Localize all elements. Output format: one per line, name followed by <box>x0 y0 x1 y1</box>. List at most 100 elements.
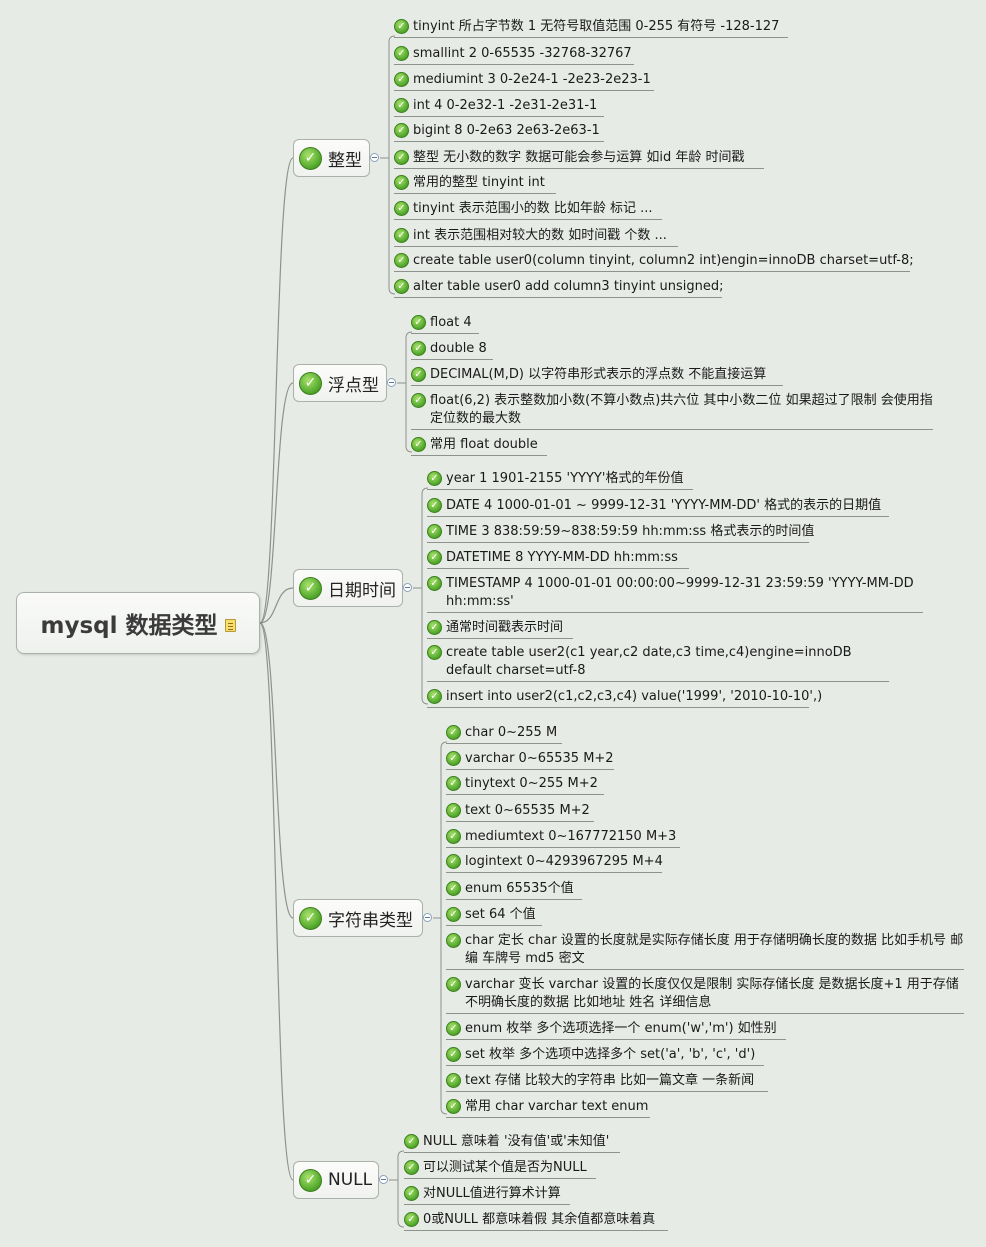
collapse-icon[interactable] <box>403 583 412 592</box>
list-item[interactable]: ✓set 64 个值 <box>446 906 542 926</box>
list-item[interactable]: ✓整型 无小数的数字 数据可能会参与运算 如id 年龄 时间戳 <box>394 149 764 169</box>
list-item[interactable]: ✓tinytext 0~255 M+2 <box>446 775 604 795</box>
list-item[interactable]: ✓tinyint 表示范围小的数 比如年龄 标记 ... <box>394 200 662 220</box>
connector-line <box>259 157 294 624</box>
check-icon: ✓ <box>404 1134 419 1149</box>
list-item[interactable]: ✓常用 float double <box>411 436 547 456</box>
list-item[interactable]: ✓bigint 8 0-2e63 2e63-2e63-1 <box>394 122 604 142</box>
check-icon: ✓ <box>446 1099 461 1114</box>
root-label: mysql 数据类型 <box>40 613 218 639</box>
check-icon: ✓ <box>411 437 426 452</box>
check-icon: ✓ <box>446 725 461 740</box>
check-icon: ✓ <box>411 393 426 408</box>
list-item[interactable]: ✓int 表示范围相对较大的数 如时间戳 个数 ... <box>394 227 678 247</box>
note-icon[interactable] <box>224 618 236 632</box>
list-item[interactable]: ✓create table user0(column tinyint, colu… <box>394 252 914 272</box>
connector-line <box>440 741 448 1115</box>
check-icon: ✓ <box>404 1160 419 1175</box>
list-item[interactable]: ✓通常时间戳表示时间 <box>427 619 573 639</box>
list-item[interactable]: ✓可以测试某个值是否为NULL <box>404 1159 596 1179</box>
root-topic[interactable]: mysql 数据类型 <box>16 592 260 654</box>
check-icon: ✓ <box>446 803 461 818</box>
check-icon: ✓ <box>394 279 409 294</box>
list-item[interactable]: ✓text 0~65535 M+2 <box>446 802 594 822</box>
check-icon: ✓ <box>299 1168 322 1192</box>
check-icon: ✓ <box>299 146 322 170</box>
check-icon: ✓ <box>427 689 442 704</box>
list-item[interactable]: ✓int 4 0-2e32-1 -2e31-2e31-1 <box>394 97 604 117</box>
check-icon: ✓ <box>404 1186 419 1201</box>
check-icon: ✓ <box>427 620 442 635</box>
check-icon: ✓ <box>427 576 442 591</box>
branch-null[interactable]: ✓ NULL <box>293 1161 379 1199</box>
check-icon: ✓ <box>411 315 426 330</box>
list-item[interactable]: ✓create table user2(c1 year,c2 date,c3 t… <box>427 644 889 682</box>
list-item[interactable]: ✓tinyint 所占字节数 1 无符号取值范围 0-255 有符号 -128-… <box>394 18 788 38</box>
list-item[interactable]: ✓DECIMAL(M,D) 以字符串形式表示的浮点数 不能直接运算 <box>411 366 783 386</box>
list-item[interactable]: ✓varchar 0~65535 M+2 <box>446 750 614 770</box>
list-item[interactable]: ✓enum 65535个值 <box>446 880 582 900</box>
list-item[interactable]: ✓TIMESTAMP 4 1000-01-01 00:00:00~9999-12… <box>427 575 923 613</box>
check-icon: ✓ <box>427 471 442 486</box>
list-item[interactable]: ✓year 1 1901-2155 'YYYY'格式的年份值 <box>427 470 693 490</box>
check-icon: ✓ <box>446 1047 461 1062</box>
list-item[interactable]: ✓insert into user2(c1,c2,c3,c4) value('1… <box>427 688 822 708</box>
connector-line <box>259 622 294 1181</box>
check-icon: ✓ <box>427 550 442 565</box>
check-icon: ✓ <box>299 906 322 930</box>
list-item[interactable]: ✓NULL 意味着 '没有值'或'未知值' <box>404 1133 620 1153</box>
check-icon: ✓ <box>446 854 461 869</box>
branch-label: 整型 <box>328 150 362 171</box>
list-item[interactable]: ✓set 枚举 多个选项中选择多个 set('a', 'b', 'c', 'd'… <box>446 1046 764 1066</box>
list-item[interactable]: ✓alter table user0 add column3 tinyint u… <box>394 278 724 298</box>
list-item[interactable]: ✓logintext 0~4293967295 M+4 <box>446 853 663 873</box>
check-icon: ✓ <box>394 150 409 165</box>
collapse-icon[interactable] <box>387 378 396 387</box>
list-item[interactable]: ✓double 8 <box>411 340 493 360</box>
check-icon: ✓ <box>299 576 322 600</box>
list-item[interactable]: ✓smallint 2 0-65535 -32768-32767 <box>394 45 634 65</box>
branch-label: 字符串类型 <box>328 910 413 931</box>
collapse-icon[interactable] <box>423 913 432 922</box>
collapse-icon[interactable] <box>370 153 379 162</box>
list-item[interactable]: ✓varchar 变长 varchar 设置的长度仅仅是限制 实际存储长度 是数… <box>446 976 964 1014</box>
list-item[interactable]: ✓char 0~255 M <box>446 724 562 744</box>
check-icon: ✓ <box>446 829 461 844</box>
list-item[interactable]: ✓char 定长 char 设置的长度就是实际存储长度 用于存储明确长度的数据 … <box>446 932 964 970</box>
check-icon: ✓ <box>394 228 409 243</box>
list-item[interactable]: ✓常用 char varchar text enum <box>446 1098 650 1118</box>
collapse-icon[interactable] <box>379 1175 388 1184</box>
branch-label: NULL <box>328 1170 373 1190</box>
connector-line <box>259 622 294 919</box>
list-item[interactable]: ✓enum 枚举 多个选项选择一个 enum('w','m') 如性别 <box>446 1020 786 1040</box>
list-item[interactable]: ✓DATE 4 1000-01-01 ~ 9999-12-31 'YYYY-MM… <box>427 497 889 517</box>
check-icon: ✓ <box>427 498 442 513</box>
check-icon: ✓ <box>411 367 426 382</box>
check-icon: ✓ <box>446 881 461 896</box>
branch-datetime[interactable]: ✓ 日期时间 <box>293 569 403 607</box>
check-icon: ✓ <box>394 98 409 113</box>
list-item[interactable]: ✓text 存储 比较大的字符串 比如一篇文章 一条新闻 <box>446 1072 768 1092</box>
list-item[interactable]: ✓float(6,2) 表示整数加小数(不算小数点)共六位 其中小数二位 如果超… <box>411 392 933 430</box>
check-icon: ✓ <box>299 371 322 395</box>
check-icon: ✓ <box>394 175 409 190</box>
list-item[interactable]: ✓mediumint 3 0-2e24-1 -2e23-2e23-1 <box>394 71 654 91</box>
branch-integer[interactable]: ✓ 整型 <box>293 139 370 177</box>
check-icon: ✓ <box>394 46 409 61</box>
list-item[interactable]: ✓对NULL值进行算术计算 <box>404 1185 570 1205</box>
check-icon: ✓ <box>427 645 442 660</box>
check-icon: ✓ <box>427 524 442 539</box>
branch-float[interactable]: ✓ 浮点型 <box>293 364 387 402</box>
list-item[interactable]: ✓float 4 <box>411 314 479 334</box>
list-item[interactable]: ✓常用的整型 tinyint int <box>394 174 556 194</box>
branch-string[interactable]: ✓ 字符串类型 <box>293 899 423 937</box>
list-item[interactable]: ✓0或NULL 都意味着假 其余值都意味着真 <box>404 1211 668 1231</box>
check-icon: ✓ <box>394 201 409 216</box>
list-item[interactable]: ✓TIME 3 838:59:59~838:59:59 hh:mm:ss 格式表… <box>427 523 814 543</box>
connector-line <box>405 331 413 453</box>
check-icon: ✓ <box>394 123 409 138</box>
list-item[interactable]: ✓mediumtext 0~167772150 M+3 <box>446 828 680 848</box>
list-item[interactable]: ✓DATETIME 8 YYYY-MM-DD hh:mm:ss <box>427 549 689 569</box>
check-icon: ✓ <box>446 776 461 791</box>
connector-line <box>421 487 429 705</box>
